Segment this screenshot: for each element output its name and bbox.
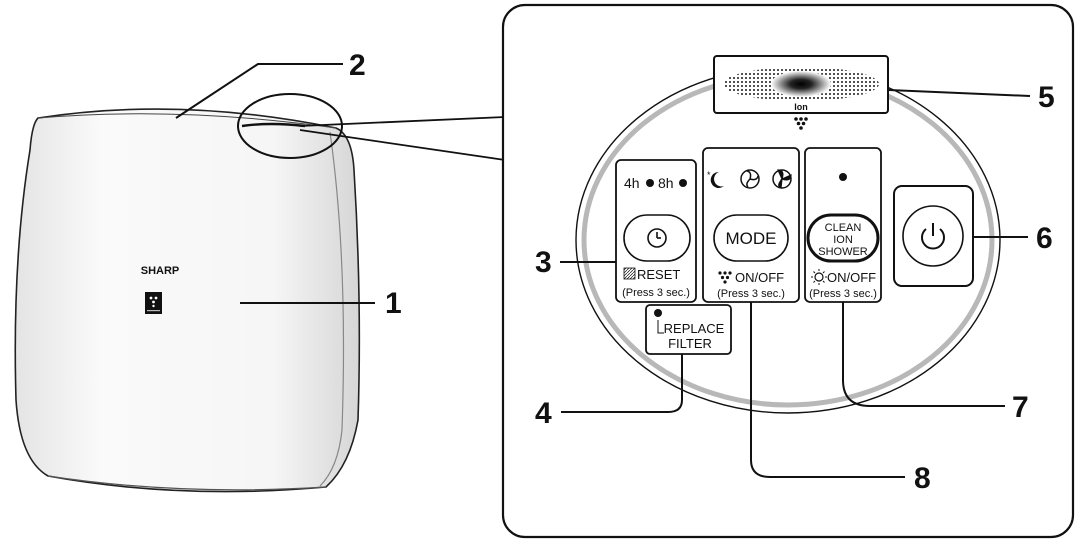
light-icon	[811, 269, 827, 285]
panel-zoom-circle	[237, 93, 343, 159]
clean-ion-shower-button[interactable]: CLEAN ION SHOWER	[806, 213, 880, 263]
light-onoff-label: ON/OFF	[827, 270, 876, 285]
fan-high-icon	[772, 169, 792, 189]
replace-label: REPLACE	[664, 321, 725, 336]
shower-label: SHOWER	[818, 246, 868, 258]
mode-button[interactable]: MODE	[713, 214, 789, 262]
reset-hatch-icon	[623, 267, 636, 280]
air-purifier-unit: SHARP	[14, 93, 361, 493]
clock-icon	[647, 228, 667, 248]
callout-4: 4	[535, 397, 552, 430]
reset-label: RESET	[637, 267, 680, 282]
timer-4h-label: 4h	[624, 175, 640, 191]
timer-4h-led	[646, 179, 654, 187]
fan-low-icon	[740, 169, 760, 189]
callout-8: 8	[914, 462, 931, 495]
leader-7	[842, 302, 1005, 407]
timer-button[interactable]	[623, 214, 691, 262]
ion-icon	[794, 117, 808, 130]
ion-word-label: ION	[833, 234, 853, 246]
replace-filter-indicator: REPLACE FILTER	[645, 304, 732, 355]
replace-filter-led	[654, 309, 662, 317]
purifier-base	[47, 475, 327, 491]
ion-onoff-label: ON/OFF	[735, 270, 784, 285]
callout-5: 5	[1038, 81, 1055, 114]
callout-7: 7	[1012, 391, 1029, 424]
clean-ion-section: CLEAN ION SHOWER ON/OFF (Press 3 sec.)	[804, 147, 882, 303]
purifier-body	[14, 108, 361, 493]
leader-8	[750, 302, 905, 478]
ion-indicator: Ion	[713, 55, 889, 130]
ion-label: Ion	[794, 102, 808, 112]
timer-section: 4h 8h RESET (Press 3 sec.)	[615, 159, 697, 303]
callout-2: 2	[349, 49, 366, 82]
clean-label: CLEAN	[825, 222, 862, 234]
timer-8h-label: 8h	[658, 175, 674, 191]
leader-2	[175, 63, 343, 119]
purifier-side-highlight	[319, 131, 345, 487]
zoom-connector-upper	[299, 116, 506, 127]
zoom-connector-lower	[299, 129, 506, 161]
svg-text:*: *	[707, 170, 711, 180]
purifier-top-edge	[37, 113, 337, 129]
sleep-mode-icon: *	[707, 170, 724, 188]
timer-press-note: (Press 3 sec.)	[622, 287, 690, 299]
callout-3: 3	[535, 246, 552, 279]
mode-press-note: (Press 3 sec.)	[717, 288, 785, 300]
clean-ion-press-note: (Press 3 sec.)	[809, 288, 877, 300]
leader-5	[887, 89, 1031, 97]
panel-slot	[241, 122, 306, 128]
filter-label: FILTER	[668, 336, 712, 351]
leader-lines	[175, 63, 1031, 478]
leader-4	[561, 354, 683, 413]
callout-1: 1	[385, 287, 402, 320]
timer-8h-led	[679, 179, 687, 187]
power-icon	[921, 223, 945, 250]
power-button[interactable]	[893, 185, 974, 287]
plasmacluster-badge	[145, 292, 162, 314]
clean-ion-led	[839, 173, 847, 181]
mode-button-label: MODE	[726, 229, 777, 248]
callout-6: 6	[1036, 222, 1053, 255]
mode-section: * MODE ON/OFF (Press 3 sec.)	[702, 147, 800, 303]
ion-onoff-icon	[718, 271, 732, 284]
brand-logo: SHARP	[141, 265, 180, 277]
